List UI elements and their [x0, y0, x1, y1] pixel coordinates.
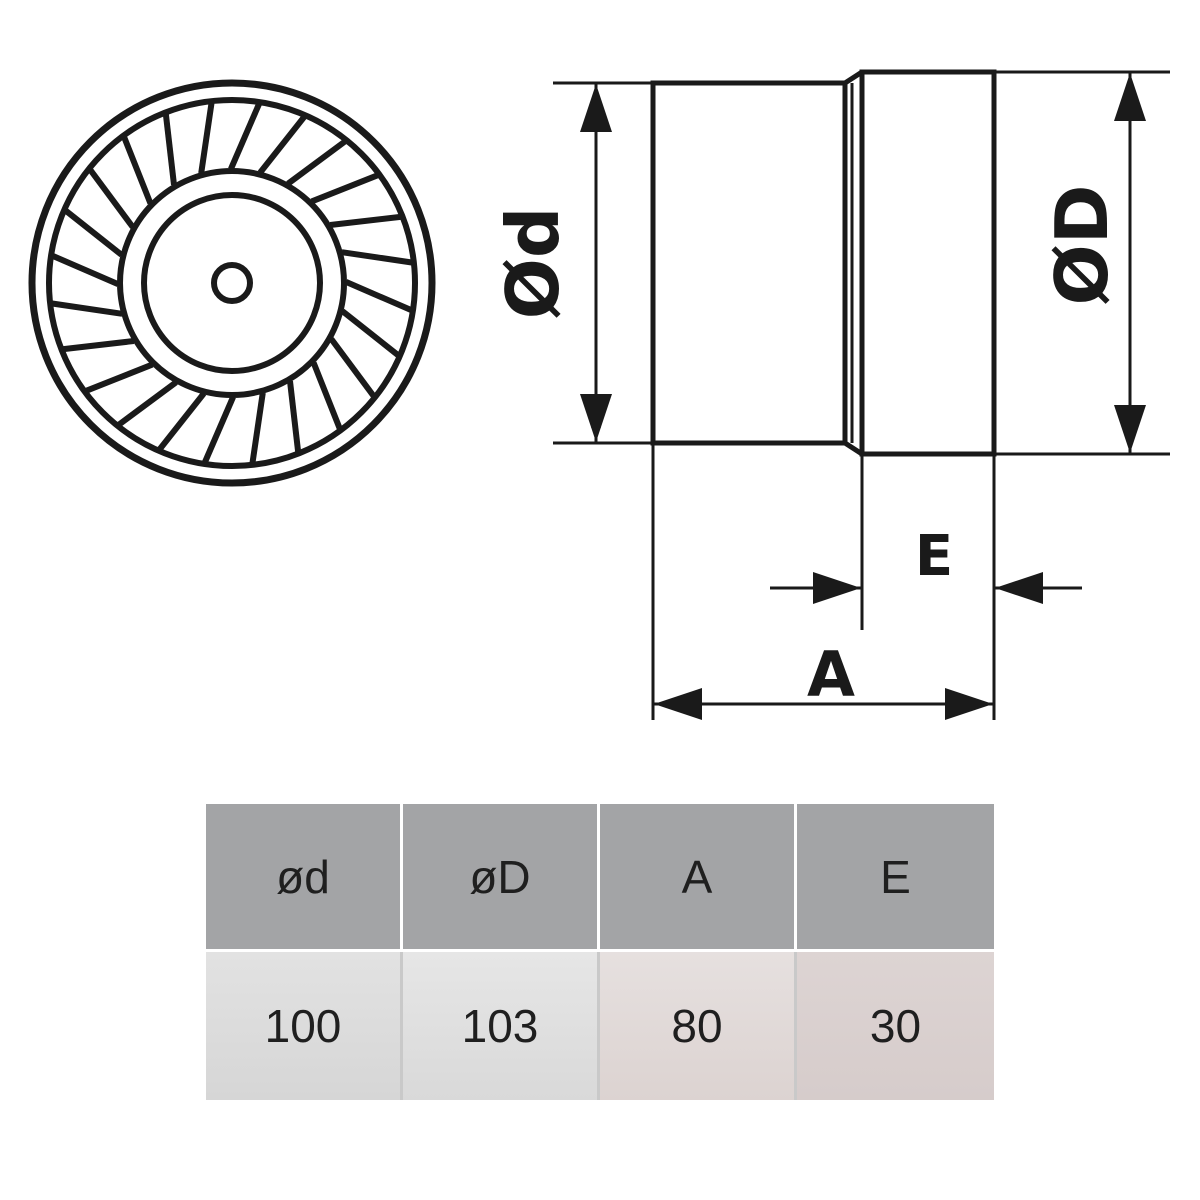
fan-blade-edge	[310, 172, 379, 205]
table-header-A: A	[600, 804, 797, 952]
fan-blade-edge	[51, 300, 123, 317]
fan-blade-edge	[85, 361, 154, 394]
fan-blade-edge	[88, 168, 136, 229]
fan-blade-edge	[198, 102, 215, 174]
fan-blade-edge	[310, 361, 343, 430]
label-d: Ød	[491, 207, 575, 320]
fan-blade-edge	[328, 337, 376, 398]
fan-blade-edge	[340, 308, 400, 358]
table-header-D: øD	[403, 804, 600, 952]
fan-blade-edge	[344, 279, 413, 313]
fan-blade-edge	[121, 136, 154, 205]
table-value-E: 30	[797, 952, 994, 1100]
table-value-d: 100	[206, 952, 403, 1100]
fan-blade-edge	[157, 391, 207, 451]
table-value-A: 80	[600, 952, 797, 1100]
fan-blade-edge	[162, 114, 177, 186]
fan-blade-edge	[341, 249, 413, 266]
fan-blade-edge	[51, 253, 120, 287]
fan-blade-edge	[64, 208, 124, 258]
table-value-D: 103	[403, 952, 600, 1100]
fan-blade-edge	[257, 115, 307, 175]
fan-side-view-icon	[650, 69, 997, 457]
dimension-table: ød øD A E 100 103 80 30	[206, 804, 994, 1100]
table-header-d: ød	[206, 804, 403, 952]
label-D: ØD	[1040, 185, 1124, 306]
fan-blade-edge	[117, 379, 178, 427]
fan-blade-edge	[228, 102, 262, 171]
table-header-E: E	[797, 804, 994, 952]
fan-blade-edge	[329, 213, 401, 228]
fan-blade-edge	[202, 395, 236, 464]
fan-blade-edge	[286, 139, 347, 187]
fan-blade-edge	[287, 380, 302, 452]
label-E: E	[915, 524, 953, 589]
label-A: A	[807, 638, 855, 711]
fan-front-view-icon	[28, 79, 436, 487]
fan-blade-edge	[249, 392, 266, 464]
fan-blade-edge	[63, 338, 135, 353]
